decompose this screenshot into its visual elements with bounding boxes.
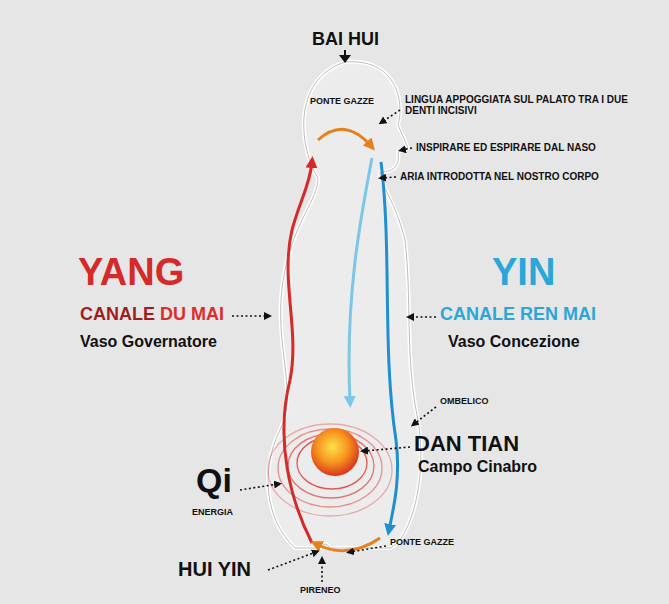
bridge-arc-bottom [316,538,380,551]
yin-title: YIN [492,252,555,294]
body-edge [268,62,421,548]
bridge-arc-top [318,129,371,146]
body-outline [268,62,421,548]
du-mai-line [284,162,312,543]
qi-title: Qi [196,462,232,499]
channel-subtitle: Vaso Governatore [80,333,217,351]
bridge-label: PONTE GAZZE [390,538,454,548]
dan-tian-ball [311,428,359,476]
channel-label: DU MAI [160,305,224,325]
note-label: LINGUA APPOGGIATA SUL PALATO TRA I DUE D… [405,94,635,116]
point-label: HUI YIN [178,558,251,580]
dan-tian-subtitle: Campo Cinabro [418,458,537,476]
point-label: OMBELICO [440,397,489,407]
channel-subtitle: Vaso Concezione [448,333,580,351]
channel-label: CANALE [80,305,155,325]
dan-tian-title: DAN TIAN [414,432,519,456]
note-label: ARIA INTRODOTTA NEL NOSTRO CORPO [400,171,599,182]
ren-mai-line-inner [349,158,372,402]
channel-label: CANALE REN MAI [440,305,596,325]
note-label: INSPIRARE ED ESPIRARE DAL NASO [416,142,596,153]
ren-mai-line [381,162,398,530]
bridge-label: PONTE GAZZE [310,97,374,107]
point-label: BAI HUI [312,30,379,50]
qi-subtitle: ENERGIA [192,508,233,518]
point-label: PIRENEO [300,586,341,596]
pointer-head [339,55,351,63]
yang-title: YANG [78,252,184,294]
